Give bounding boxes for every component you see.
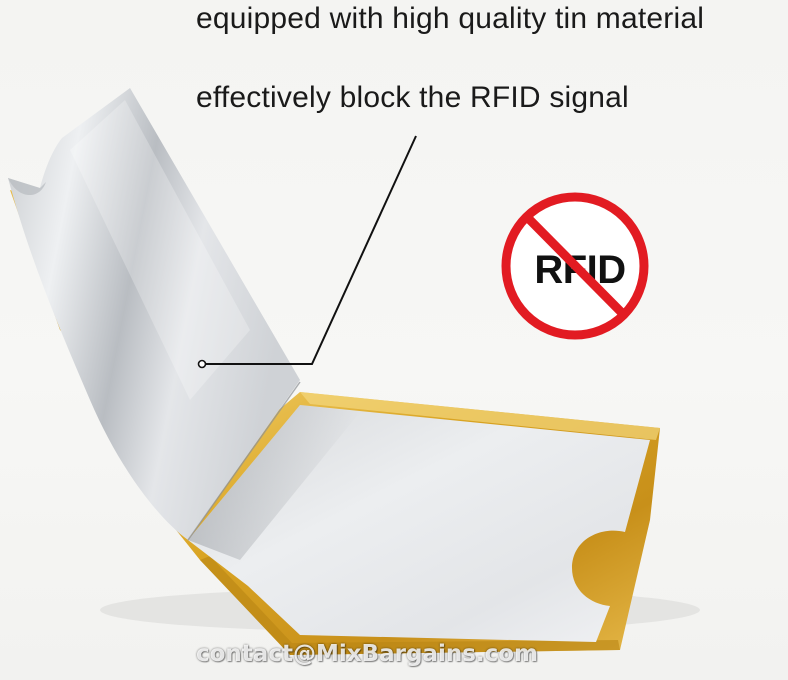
caption-rfid-block: effectively block the RFID signal xyxy=(196,81,629,114)
rfid-label: RFID xyxy=(534,248,626,292)
gold-bottom-edge xyxy=(200,556,620,655)
flap-highlight xyxy=(70,100,250,400)
caption-material: equipped with high quality tin material xyxy=(196,2,705,35)
fold-crease xyxy=(187,381,301,541)
callout-dot xyxy=(197,359,207,369)
callout-line xyxy=(204,135,417,365)
flap-notch xyxy=(8,178,46,196)
fold-shadow xyxy=(188,405,360,560)
silver-flap xyxy=(8,88,300,540)
gold-edge-highlight xyxy=(300,392,660,440)
watermark-contact: contact@MixBargains.com xyxy=(196,641,539,667)
